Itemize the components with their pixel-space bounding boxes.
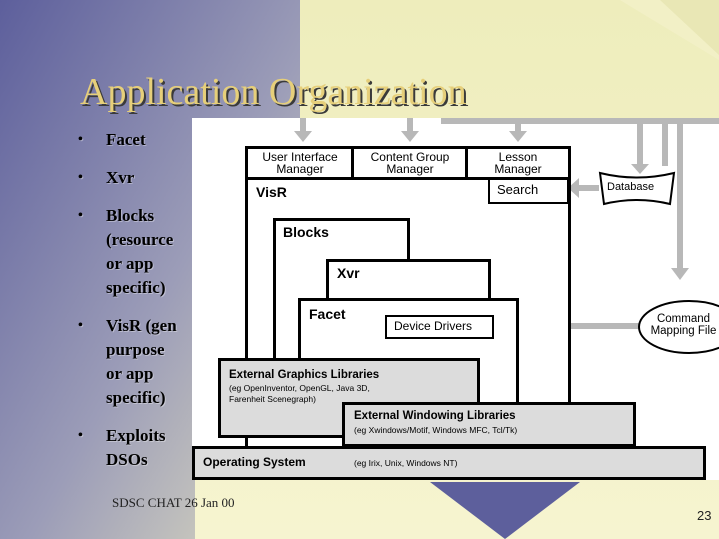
bullet-text: DSOs bbox=[106, 450, 148, 469]
ext-graphics-note-line1: (eg OpenInventor, OpenGL, Java 3D, bbox=[229, 383, 370, 393]
ui-manager-box bbox=[245, 146, 354, 180]
bullet-icon: • bbox=[78, 132, 83, 147]
bullet-item-visr: • VisR (gen purpose or app specific) bbox=[78, 314, 198, 410]
visr-label: VisR bbox=[256, 184, 287, 200]
bullet-icon: • bbox=[78, 428, 83, 443]
command-mapping-shape bbox=[638, 300, 719, 354]
content-manager-line1: Content Group bbox=[370, 150, 450, 164]
page-number: 23 bbox=[697, 508, 712, 523]
bullet-text: Facet bbox=[106, 130, 146, 149]
ui-manager-line1: User Interface bbox=[262, 150, 338, 164]
footer-text: SDSC CHAT 26 Jan 00 bbox=[112, 495, 235, 510]
bullet-icon: • bbox=[78, 318, 83, 333]
search-box bbox=[488, 178, 569, 204]
operating-system-box bbox=[192, 446, 706, 480]
slide-title: Application Organization bbox=[80, 71, 467, 113]
ext-graphics-title: External Graphics Libraries bbox=[229, 369, 380, 381]
bullet-text: specific) bbox=[106, 278, 166, 297]
bullet-text: Blocks bbox=[106, 206, 155, 225]
ext-windowing-box bbox=[342, 402, 636, 447]
search-label: Search bbox=[497, 182, 539, 197]
bullet-item-xvr: • Xvr bbox=[78, 166, 198, 190]
command-mapping-line1: Command bbox=[656, 313, 711, 325]
bullet-icon: • bbox=[78, 208, 83, 223]
ext-windowing-note: (eg Xwindows/Motif, Windows MFC, Tcl/Tk) bbox=[354, 425, 518, 435]
blocks-label: Blocks bbox=[283, 224, 329, 240]
bullet-text: or app bbox=[106, 364, 154, 383]
bullet-text: or app bbox=[106, 254, 154, 273]
bullet-item-blocks: • Blocks (resource or app specific) bbox=[78, 204, 198, 300]
lesson-manager-line2: Manager bbox=[494, 162, 542, 176]
connector-arrows bbox=[294, 118, 719, 336]
content-manager-line2: Manager bbox=[386, 162, 434, 176]
bullet-icon: • bbox=[78, 170, 83, 185]
lesson-manager-line1: Lesson bbox=[498, 150, 538, 164]
database-label: Database bbox=[607, 181, 655, 193]
ext-windowing-title: External Windowing Libraries bbox=[354, 410, 516, 422]
xvr-label: Xvr bbox=[337, 265, 360, 281]
ext-graphics-note-line2: Farenheit Scenegraph) bbox=[229, 394, 316, 404]
ui-manager-line2: Manager bbox=[276, 162, 324, 176]
ext-graphics-note: (eg OpenInventor, OpenGL, Java 3D,Farenh… bbox=[229, 383, 370, 405]
command-mapping-line2: Mapping File bbox=[650, 325, 717, 337]
bullet-text: VisR (gen bbox=[106, 316, 177, 335]
bullet-item-facet: • Facet bbox=[78, 128, 198, 152]
database-shape bbox=[598, 171, 676, 206]
os-title: Operating System bbox=[203, 455, 306, 469]
bullet-text: specific) bbox=[106, 388, 166, 407]
device-drivers-label: Device Drivers bbox=[394, 319, 473, 333]
device-drivers-box bbox=[385, 315, 494, 339]
bullet-list: • Facet • Xvr • Blocks (resource or app specif… bbox=[78, 128, 198, 486]
os-note: (eg Irix, Unix, Windows NT) bbox=[354, 458, 458, 468]
bullet-text: (resource bbox=[106, 230, 174, 249]
facet-label: Facet bbox=[309, 306, 346, 322]
bullet-text: Xvr bbox=[106, 168, 135, 187]
bullet-text: Exploits bbox=[106, 426, 166, 445]
content-group-manager-box bbox=[351, 146, 468, 180]
bullet-text: purpose bbox=[106, 340, 165, 359]
